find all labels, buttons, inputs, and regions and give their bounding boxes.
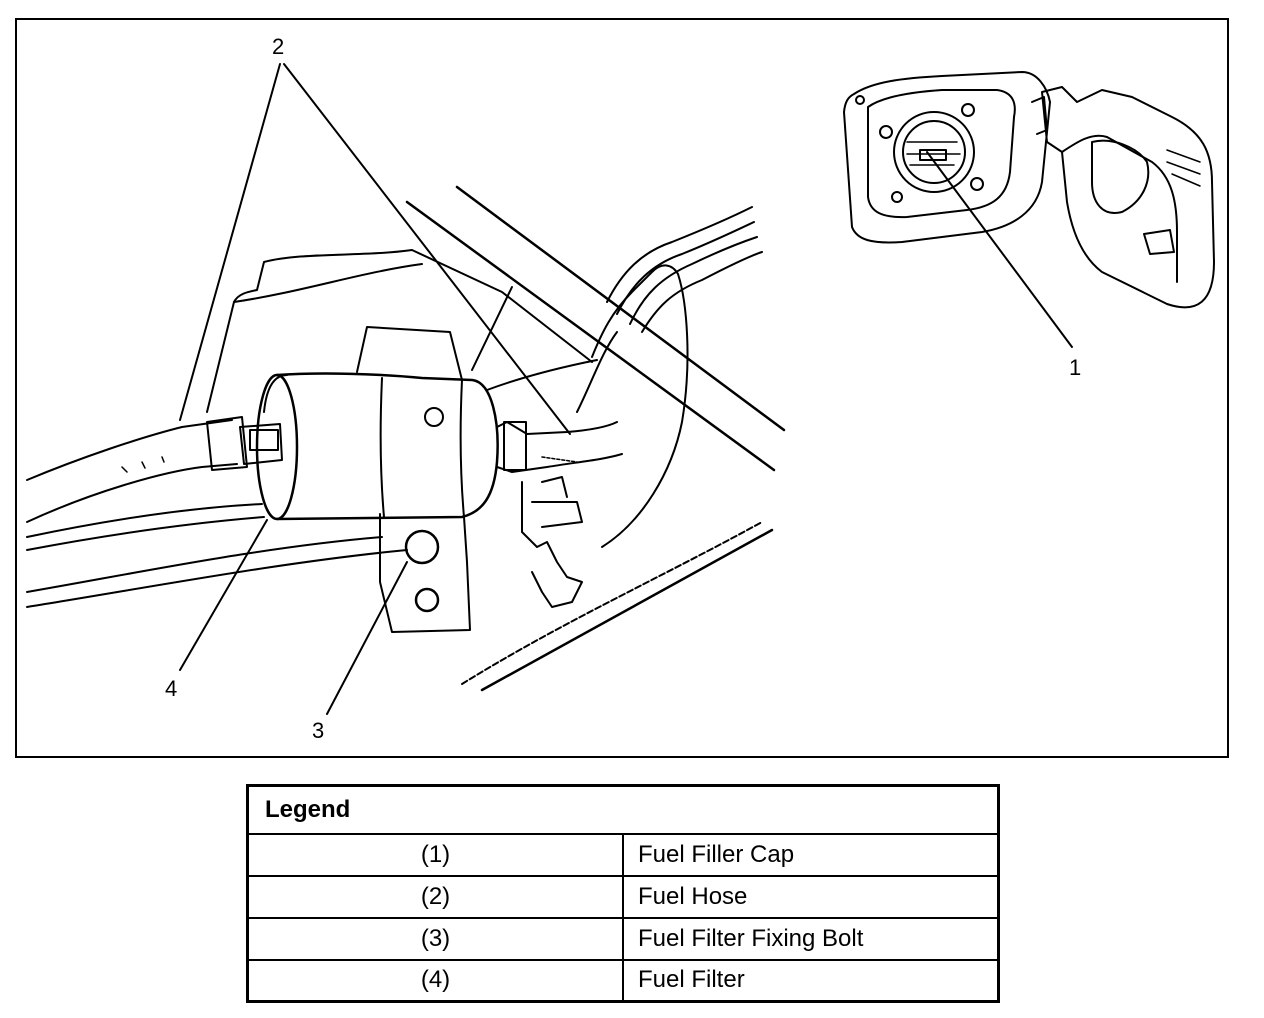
vehicle-body-lines [26,185,786,692]
legend-description: Fuel Filler Cap [622,833,997,877]
fuel-hose-right [496,421,623,608]
callout-leader-lines [179,63,1073,715]
legend-title: Legend [249,787,997,835]
fuel-hose-left [26,416,283,523]
legend-description: Fuel Filter [622,958,997,1000]
fuel-system-illustration [26,63,1215,715]
legend-table: Legend (1) Fuel Filler Cap (2) Fuel Hose… [246,784,1000,1003]
callout-2: 2 [272,34,285,59]
legend-row: (4) Fuel Filter [249,958,997,1000]
leader-1 [926,151,1073,348]
diagram-frame: 1 2 3 4 [15,18,1229,758]
fuel-filter-body [255,326,499,633]
legend-row: (1) Fuel Filler Cap [249,833,997,877]
leader-2b [283,63,571,435]
fuel-filler-door-detail [843,71,1215,309]
legend-number: (2) [249,874,624,919]
callout-4: 4 [165,676,178,701]
leader-4 [179,519,268,671]
legend-row: (2) Fuel Hose [249,874,997,919]
legend-description: Fuel Hose [622,874,997,919]
legend-number: (1) [249,833,624,877]
leader-3 [326,561,408,715]
callout-3: 3 [312,718,325,743]
legend-number: (3) [249,916,624,961]
legend-row: (3) Fuel Filter Fixing Bolt [249,916,997,961]
callout-1: 1 [1069,355,1082,380]
leader-2a [179,63,281,421]
legend-description: Fuel Filter Fixing Bolt [622,916,997,961]
legend-number: (4) [249,958,624,1000]
